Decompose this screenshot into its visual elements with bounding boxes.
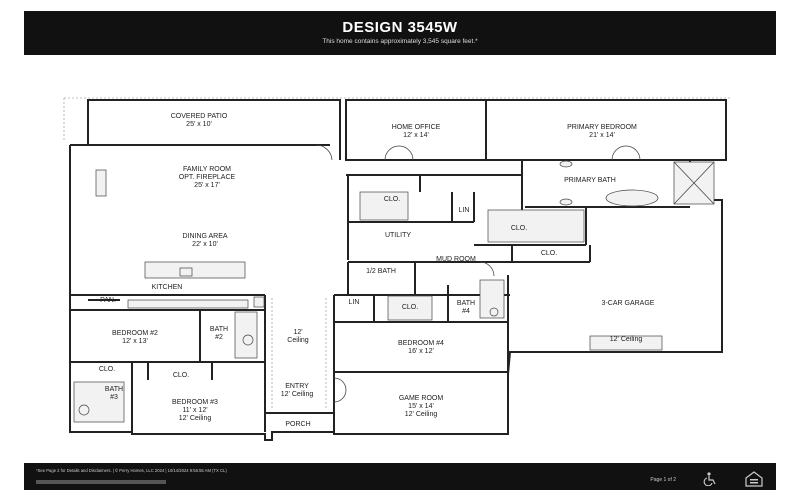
bath-3-toilet <box>78 404 90 416</box>
room-primary-bath: PRIMARY BATH <box>564 177 616 184</box>
room-bath-3: BATH #3 <box>104 386 124 401</box>
room-hall-closet: CLO. <box>401 304 419 311</box>
hall-ceiling-note: 12' Ceiling <box>287 329 309 344</box>
room-garage: 3-CAR GARAGE <box>601 300 655 307</box>
room-mud-closet: CLO. <box>540 250 558 257</box>
kitchen-counter <box>127 299 249 309</box>
fridge <box>253 296 265 308</box>
header-bar: DESIGN 3545W This home contains approxim… <box>24 11 776 55</box>
equal-housing-opportunity-icon <box>745 471 763 487</box>
room-game-room: GAME ROOM 15' x 14' 12' Ceiling <box>398 395 444 418</box>
primary-sink-right <box>559 198 573 206</box>
room-bedroom-2-closet: CLO. <box>98 366 116 373</box>
room-half-bath: 1/2 BATH <box>366 268 396 275</box>
exterior-walls <box>63 97 730 441</box>
room-mud-room: MUD ROOM <box>436 256 476 263</box>
primary-sink-left <box>559 160 573 168</box>
office-closet-shelves <box>359 191 409 221</box>
room-dining-area: DINING AREA 22' x 10' <box>182 233 228 248</box>
room-utility: UTILITY <box>384 232 412 239</box>
room-primary-closet: CLO. <box>510 225 528 232</box>
brand-logo <box>36 480 166 484</box>
kitchen-island <box>144 261 246 279</box>
room-bath-4: BATH #4 <box>456 300 476 315</box>
room-pantry: PAN. <box>100 297 116 304</box>
room-porch: PORCH <box>285 421 311 428</box>
room-primary-bedroom: PRIMARY BEDROOM 21' x 14' <box>567 124 637 139</box>
room-bedroom-4: BEDROOM #4 16' x 12' <box>398 340 444 355</box>
square-footage-note: This home contains approximately 3,545 s… <box>322 38 478 45</box>
bath-2-tub <box>234 311 258 359</box>
primary-closet-shelves <box>487 209 585 243</box>
room-office-closet: CLO. <box>383 196 401 203</box>
bath-4-toilet <box>489 307 499 317</box>
room-bedroom-2: BEDROOM #2 12' x 13' <box>112 330 158 345</box>
room-bedroom-3-closet: CLO. <box>172 372 190 379</box>
island-sink <box>179 267 193 277</box>
room-home-office: HOME OFFICE 12' x 14' <box>391 124 441 139</box>
room-family-room: FAMILY ROOM OPT. FIREPLACE 25' x 17' <box>178 166 236 189</box>
footer-disclaimer: *See Page 2 for Details and Disclaimers.… <box>36 468 227 473</box>
fireplace <box>95 169 107 197</box>
garage-ceiling-note: 12' Ceiling <box>609 336 643 343</box>
room-linen-upper: LIN <box>458 207 470 214</box>
hall-closet-shelves <box>387 295 433 321</box>
footer-bar: *See Page 2 for Details and Disclaimers.… <box>24 463 776 490</box>
bath-2-toilet <box>242 334 254 346</box>
door-swings <box>315 144 641 403</box>
fixtures <box>73 160 715 423</box>
room-covered-patio: COVERED PATIO 25' x 10' <box>170 113 228 128</box>
room-linen-lower: LIN <box>348 299 360 306</box>
page-indicator: Page 1 of 2 <box>650 477 676 483</box>
garage-step <box>589 335 663 351</box>
primary-tub <box>605 189 659 207</box>
room-kitchen: KITCHEN <box>151 284 183 291</box>
room-entry: ENTRY 12' Ceiling <box>280 383 314 398</box>
wheelchair-accessibility-icon <box>703 472 716 486</box>
bath-3-tub <box>73 381 125 423</box>
design-title: DESIGN 3545W <box>342 19 458 36</box>
room-bedroom-3: BEDROOM #3 11' x 12' 12' Ceiling <box>172 399 218 422</box>
room-bath-2: BATH #2 <box>209 326 229 341</box>
